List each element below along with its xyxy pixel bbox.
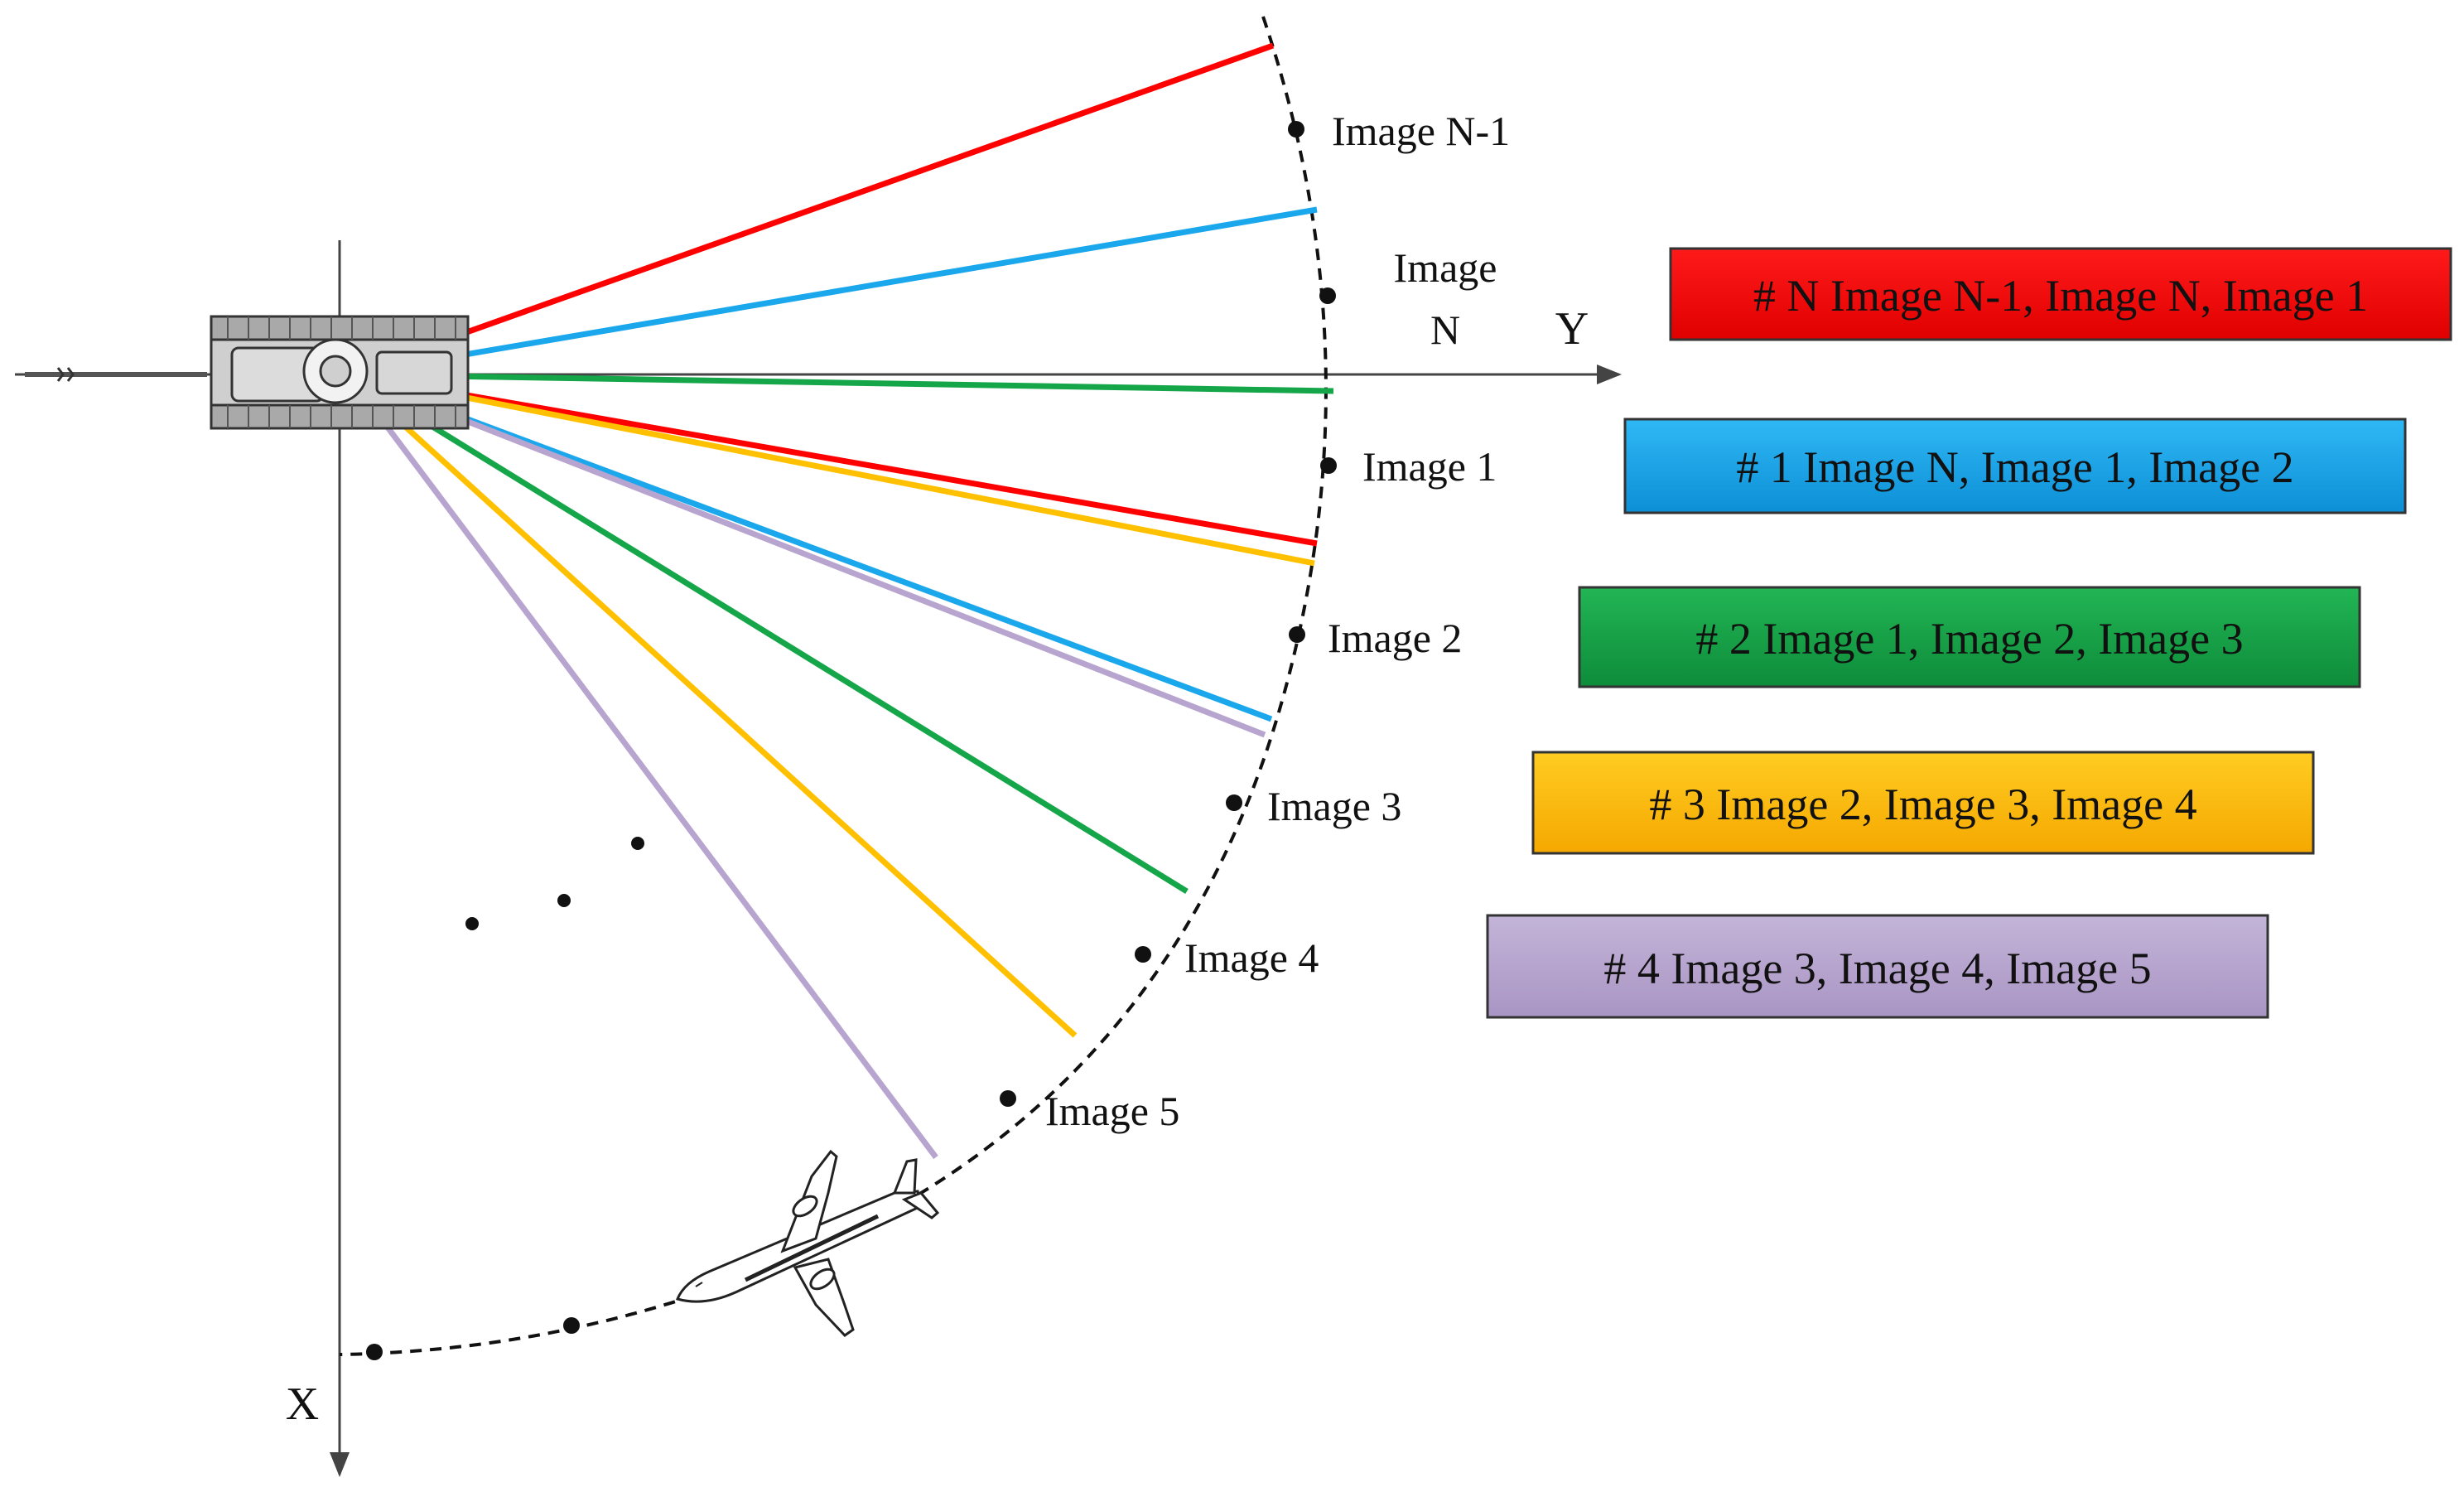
legend-item-2: # 2 Image 1, Image 2, Image 3: [1578, 586, 2361, 688]
beam-group: [345, 42, 1334, 1160]
tank-icon: [25, 315, 470, 430]
image-dot-3: [1226, 794, 1242, 811]
ellipsis-dots: [465, 837, 644, 930]
beam-green-upper: [347, 371, 1334, 394]
legend-item-3: # 3 Image 2, Image 3, Image 4: [1531, 751, 2315, 855]
image-label-3: Image 3: [1267, 783, 1401, 829]
image-dot-n: [1319, 287, 1336, 304]
legend-label-3: # 3 Image 2, Image 3, Image 4: [1649, 780, 2196, 829]
beam-purple-upper: [346, 371, 1266, 738]
x-axis-label: X: [286, 1379, 319, 1430]
beam-purple-lower: [345, 372, 938, 1160]
image-dot-n-1: [1288, 121, 1304, 138]
beam-yellow-upper: [347, 371, 1315, 567]
image-dot-1: [1320, 457, 1337, 474]
legend-label-n: # N Image N-1, Image N, Image 1: [1753, 271, 2368, 321]
image-dot-4: [1135, 946, 1151, 963]
legend-item-1: # 1 Image N, Image 1, Image 2: [1623, 418, 2407, 514]
beam-blue-upper: [347, 206, 1318, 378]
legend-item-4: # 4 Image 3, Image 4, Image 5: [1486, 914, 2269, 1019]
image-label-n-line1: Image: [1394, 244, 1497, 291]
image-dot-2: [1289, 626, 1305, 643]
path-dot-a: [563, 1317, 580, 1334]
image-dot-5: [1000, 1090, 1016, 1107]
legend: # N Image N-1, Image N, Image 1 # 1 Imag…: [1486, 247, 2452, 1019]
path-dot-b: [366, 1344, 383, 1360]
airplane-icon: [675, 1149, 940, 1337]
image-label-n-line2: N: [1430, 307, 1460, 353]
legend-label-2: # 2 Image 1, Image 2, Image 3: [1695, 614, 2243, 664]
y-axis-label: Y: [1555, 303, 1589, 355]
image-label-n-1: Image N-1: [1332, 108, 1510, 154]
legend-label-1: # 1 Image N, Image 1, Image 2: [1736, 442, 2293, 492]
image-label-4: Image 4: [1184, 934, 1319, 981]
image-label-2: Image 2: [1328, 615, 1462, 661]
beam-red-lower: [347, 371, 1318, 547]
image-label-1: Image 1: [1362, 443, 1497, 490]
image-dots: [366, 121, 1337, 1360]
beam-green-lower: [346, 372, 1189, 894]
legend-label-4: # 4 Image 3, Image 4, Image 5: [1603, 944, 2151, 993]
beam-yellow-lower: [345, 372, 1078, 1038]
legend-item-n: # N Image N-1, Image N, Image 1: [1669, 247, 2452, 341]
image-label-5: Image 5: [1045, 1088, 1179, 1134]
beam-red-upper: [346, 42, 1275, 378]
